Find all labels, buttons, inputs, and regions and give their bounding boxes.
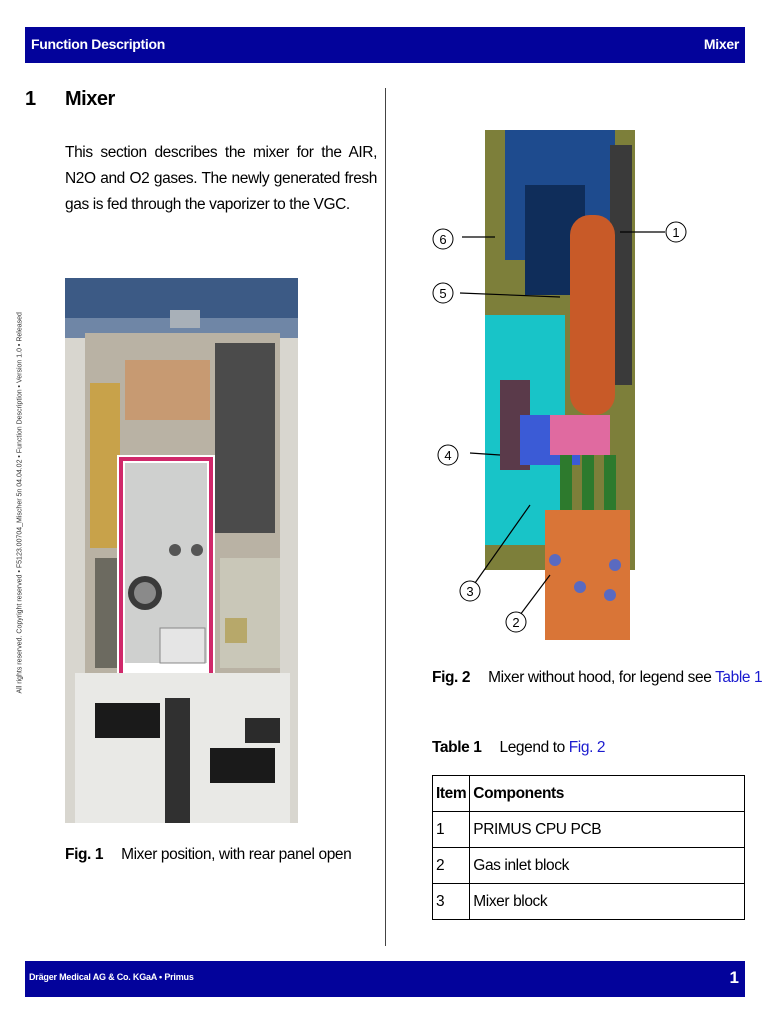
fig2-caption-text: Mixer without hood, for legend see — [488, 669, 716, 686]
callout-4: 4 — [444, 448, 451, 463]
callout-2: 2 — [512, 615, 519, 630]
footer-company: Dräger Medical AG & Co. KGaA • Primus — [29, 972, 194, 982]
table-row: 1 PRIMUS CPU PCB — [431, 811, 745, 848]
header-title: Function Description — [31, 36, 166, 52]
callout-1: 1 — [672, 225, 679, 240]
fig1-caption-text: Mixer position, with rear panel open — [121, 846, 352, 863]
table1-label: Table 1 — [432, 739, 482, 756]
section-title: Mixer — [65, 88, 115, 110]
table-cell-component: PRIMUS CPU PCB — [469, 811, 745, 848]
table-cell-item: 3 — [431, 883, 471, 920]
callout-5: 5 — [439, 286, 446, 301]
column-divider — [385, 88, 386, 946]
table1-caption: Table 1 Legend to Fig. 2 — [432, 739, 606, 757]
fig2-caption: Fig. 2 Mixer without hood, for legend see… — [432, 669, 763, 687]
table1-caption-text: Legend to — [499, 739, 569, 756]
header-section: Mixer — [703, 36, 739, 52]
table-row: 2 Gas inlet block — [431, 847, 745, 884]
callout-3: 3 — [466, 584, 473, 599]
table-row: 3 Mixer block — [431, 883, 745, 920]
table-cell-component: Mixer block — [469, 883, 745, 920]
legend-table: Item Components 1 PRIMUS CPU PCB 2 Gas i… — [431, 775, 745, 920]
fig1-caption: Fig. 1 Mixer position, with rear panel op… — [65, 846, 352, 864]
fig1-photo — [65, 278, 298, 823]
table-header-row: Item Components — [431, 775, 745, 812]
footer-bar: Dräger Medical AG & Co. KGaA • Primus 1 — [25, 961, 745, 997]
fig1-label: Fig. 1 — [65, 846, 104, 863]
table-cell-component: Gas inlet block — [469, 847, 745, 884]
page-number: 1 — [729, 968, 739, 987]
callout-6: 6 — [439, 232, 446, 247]
intro-paragraph: This section describes the mixer for the… — [65, 144, 377, 213]
table-header-item: Item — [431, 775, 471, 812]
table-cell-item: 2 — [431, 847, 471, 884]
table-cell-item: 1 — [431, 811, 471, 848]
fig2-drawing: 1 2 3 4 5 6 — [432, 130, 687, 640]
side-copyright-text: All rights reserved. Copyright reserved … — [16, 312, 24, 694]
header-bar: Function Description Mixer — [25, 27, 745, 63]
fig2-label: Fig. 2 — [432, 669, 471, 686]
fig2-link[interactable]: Fig. 2 — [568, 739, 606, 756]
section-number: 1 — [25, 88, 36, 110]
table-header-components: Components — [469, 775, 745, 812]
table1-link[interactable]: Table 1 — [715, 669, 763, 686]
